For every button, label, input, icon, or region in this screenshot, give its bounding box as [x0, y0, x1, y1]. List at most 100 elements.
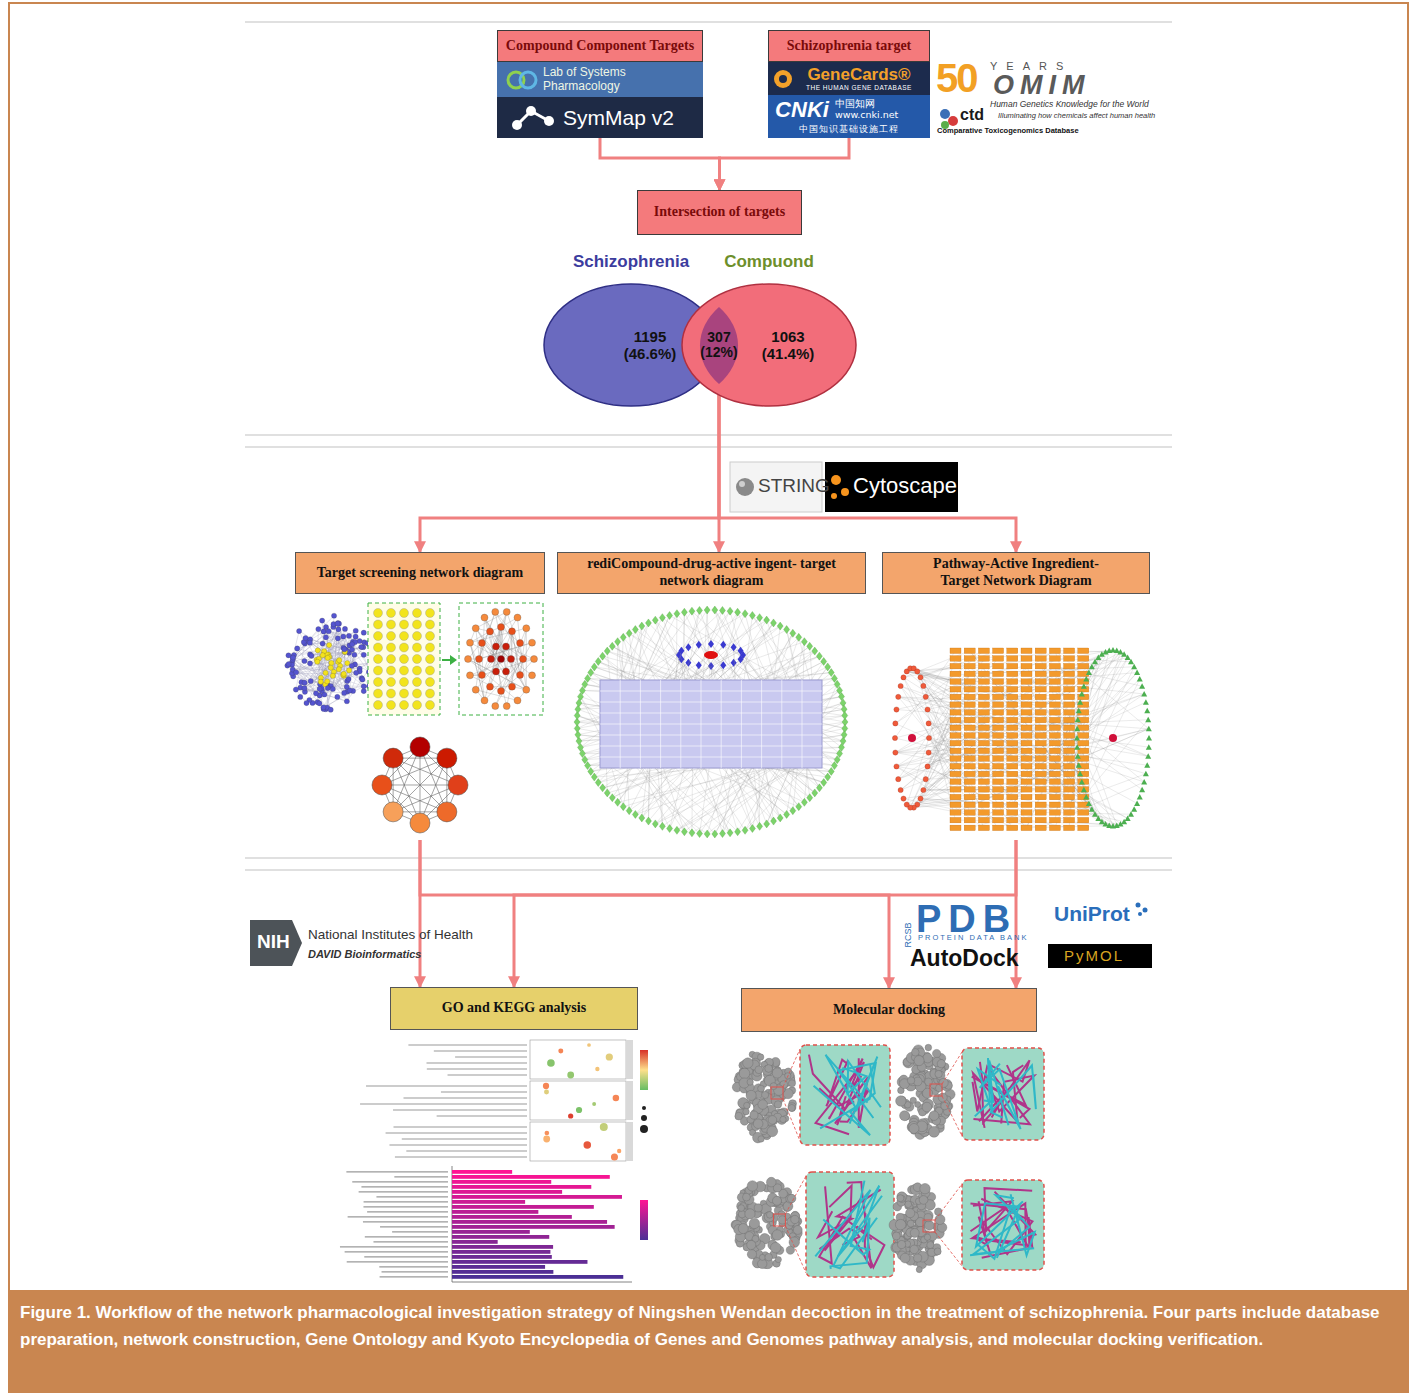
ingredient-node — [1021, 748, 1032, 754]
enrichment-dot — [576, 1107, 582, 1113]
ingredient-node — [1035, 787, 1046, 793]
network-node — [323, 670, 328, 675]
network-edge — [901, 686, 1069, 743]
network-node — [374, 701, 383, 710]
target-node — [689, 829, 695, 837]
pathway-bar — [452, 1225, 615, 1229]
target-node — [816, 652, 822, 660]
ingredient-node — [1035, 733, 1046, 739]
ingredient-node — [1049, 756, 1060, 762]
target-node — [1121, 819, 1127, 825]
network-edge — [1012, 652, 1120, 789]
ingredient-node — [950, 694, 961, 700]
ingredient-node — [1035, 710, 1046, 716]
axis-tick-text — [392, 1231, 448, 1232]
network-node — [492, 703, 499, 710]
target-node — [1079, 779, 1085, 785]
ingredient-node — [978, 787, 989, 793]
target-node — [588, 669, 594, 677]
network-edge — [289, 641, 309, 664]
network-node — [413, 632, 422, 641]
network-edge — [707, 760, 730, 834]
ingredient-node — [1049, 825, 1060, 831]
network-node — [325, 679, 330, 684]
network-edge — [1012, 662, 1095, 689]
divider-line — [245, 21, 1172, 23]
axis-tick-text — [348, 1216, 448, 1217]
network-node — [320, 618, 325, 623]
ingredient-node — [993, 810, 1004, 816]
network-node — [341, 634, 346, 639]
network-edge — [917, 720, 1040, 805]
network-node — [387, 632, 396, 641]
network-node — [486, 628, 493, 635]
protein-surface — [755, 1066, 763, 1074]
network-node — [472, 625, 479, 632]
protein-surface — [774, 1101, 781, 1108]
pathway-node — [893, 750, 898, 755]
network-node — [342, 690, 347, 695]
enrichment-dot — [592, 1102, 596, 1106]
axis-tick-text — [441, 1091, 527, 1092]
ingredient-node — [1049, 733, 1060, 739]
network-edge — [898, 697, 1069, 736]
target-node — [1081, 787, 1087, 793]
target-node — [807, 642, 813, 650]
network-edge — [984, 759, 1113, 827]
protein-surface — [932, 1049, 940, 1057]
ingredient-node — [1049, 679, 1060, 685]
network-edge — [956, 674, 1121, 824]
target-node — [1121, 651, 1127, 657]
grid-line — [600, 713, 822, 714]
ingredient-node — [1021, 779, 1032, 785]
target-node — [764, 616, 770, 624]
network-edge — [297, 648, 328, 688]
network-node — [330, 686, 335, 691]
axis-tick-text — [403, 1097, 527, 1098]
network-node — [503, 668, 510, 675]
network-node — [426, 643, 435, 652]
herb-node — [685, 643, 691, 651]
target-node — [1079, 691, 1085, 697]
target-node — [712, 830, 718, 838]
target-node — [1146, 726, 1152, 732]
network-edge — [1012, 774, 1092, 809]
network-edge — [1041, 782, 1144, 828]
network-edge — [344, 648, 370, 686]
network-node — [328, 707, 333, 712]
network-node — [317, 686, 322, 691]
network-edge — [501, 627, 520, 643]
network-edge — [920, 677, 969, 812]
ingredient-node — [964, 817, 975, 823]
axis-tick-text — [363, 1221, 448, 1222]
target-node — [639, 622, 645, 630]
network-edge — [956, 720, 1145, 782]
network-node — [302, 686, 307, 691]
network-node — [346, 633, 351, 638]
ligand-stick — [842, 1061, 881, 1107]
network-edge — [468, 659, 526, 690]
network-edge — [921, 799, 1070, 828]
network-edge — [907, 782, 1055, 805]
ingredient-node — [1021, 717, 1032, 723]
ingredient-node — [950, 710, 961, 716]
target-node — [1146, 735, 1152, 741]
ingredient-node — [1078, 810, 1089, 816]
target-node — [652, 820, 658, 828]
herb-node — [738, 647, 744, 655]
target-node — [576, 737, 582, 745]
string-icon — [739, 481, 745, 487]
ingredient-node — [1007, 710, 1018, 716]
network-node — [317, 701, 322, 706]
axis-tick-text — [345, 1251, 448, 1252]
pathway-bar — [452, 1205, 594, 1209]
network-edge — [984, 729, 1077, 820]
network-node — [508, 656, 515, 663]
network-node — [400, 609, 409, 618]
network-edge — [476, 628, 501, 659]
network-node — [335, 620, 340, 625]
protein-surface — [758, 1136, 764, 1142]
axis-tick-text — [393, 1126, 527, 1127]
ingredient-node — [964, 687, 975, 693]
target-node — [1125, 815, 1131, 821]
